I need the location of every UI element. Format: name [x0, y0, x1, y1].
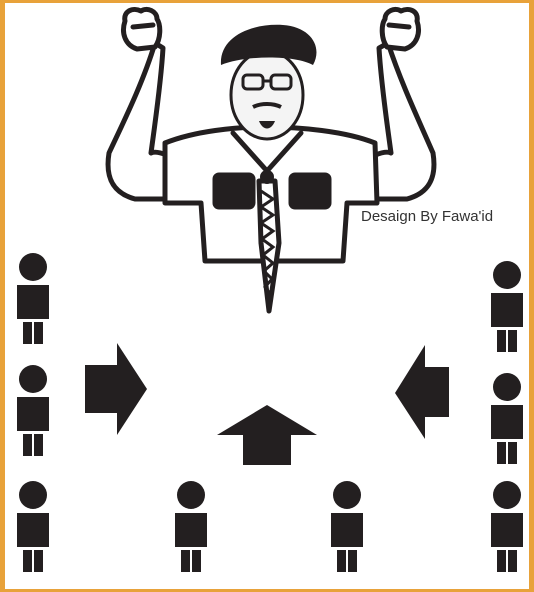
person-icon — [17, 481, 49, 572]
beret-icon — [220, 24, 317, 65]
person-icon — [491, 481, 523, 572]
tie-pattern — [258, 189, 276, 304]
left-pocket — [212, 172, 256, 210]
person-icon — [17, 253, 49, 344]
right-fist-icon — [379, 6, 421, 52]
left-fist-icon — [121, 6, 163, 52]
arrow-right-icon — [85, 343, 147, 435]
person-icon — [491, 261, 523, 352]
arrow-left-icon — [395, 345, 449, 439]
person-icon — [331, 481, 363, 572]
person-icon — [17, 365, 49, 456]
left-arm — [105, 40, 173, 202]
designer-credit: Desaign By Fawa'id — [361, 208, 494, 225]
scout-leader-figure — [105, 6, 437, 314]
diagram-canvas: Desaign By Fawa'id — [5, 3, 529, 589]
leader-head — [220, 24, 317, 141]
person-icon — [175, 481, 207, 572]
right-arm — [368, 40, 437, 202]
formation-diagram — [17, 6, 523, 572]
right-pocket — [288, 172, 332, 210]
arrow-up-icon — [217, 405, 317, 465]
person-icon — [491, 373, 523, 464]
woggle — [260, 170, 274, 184]
